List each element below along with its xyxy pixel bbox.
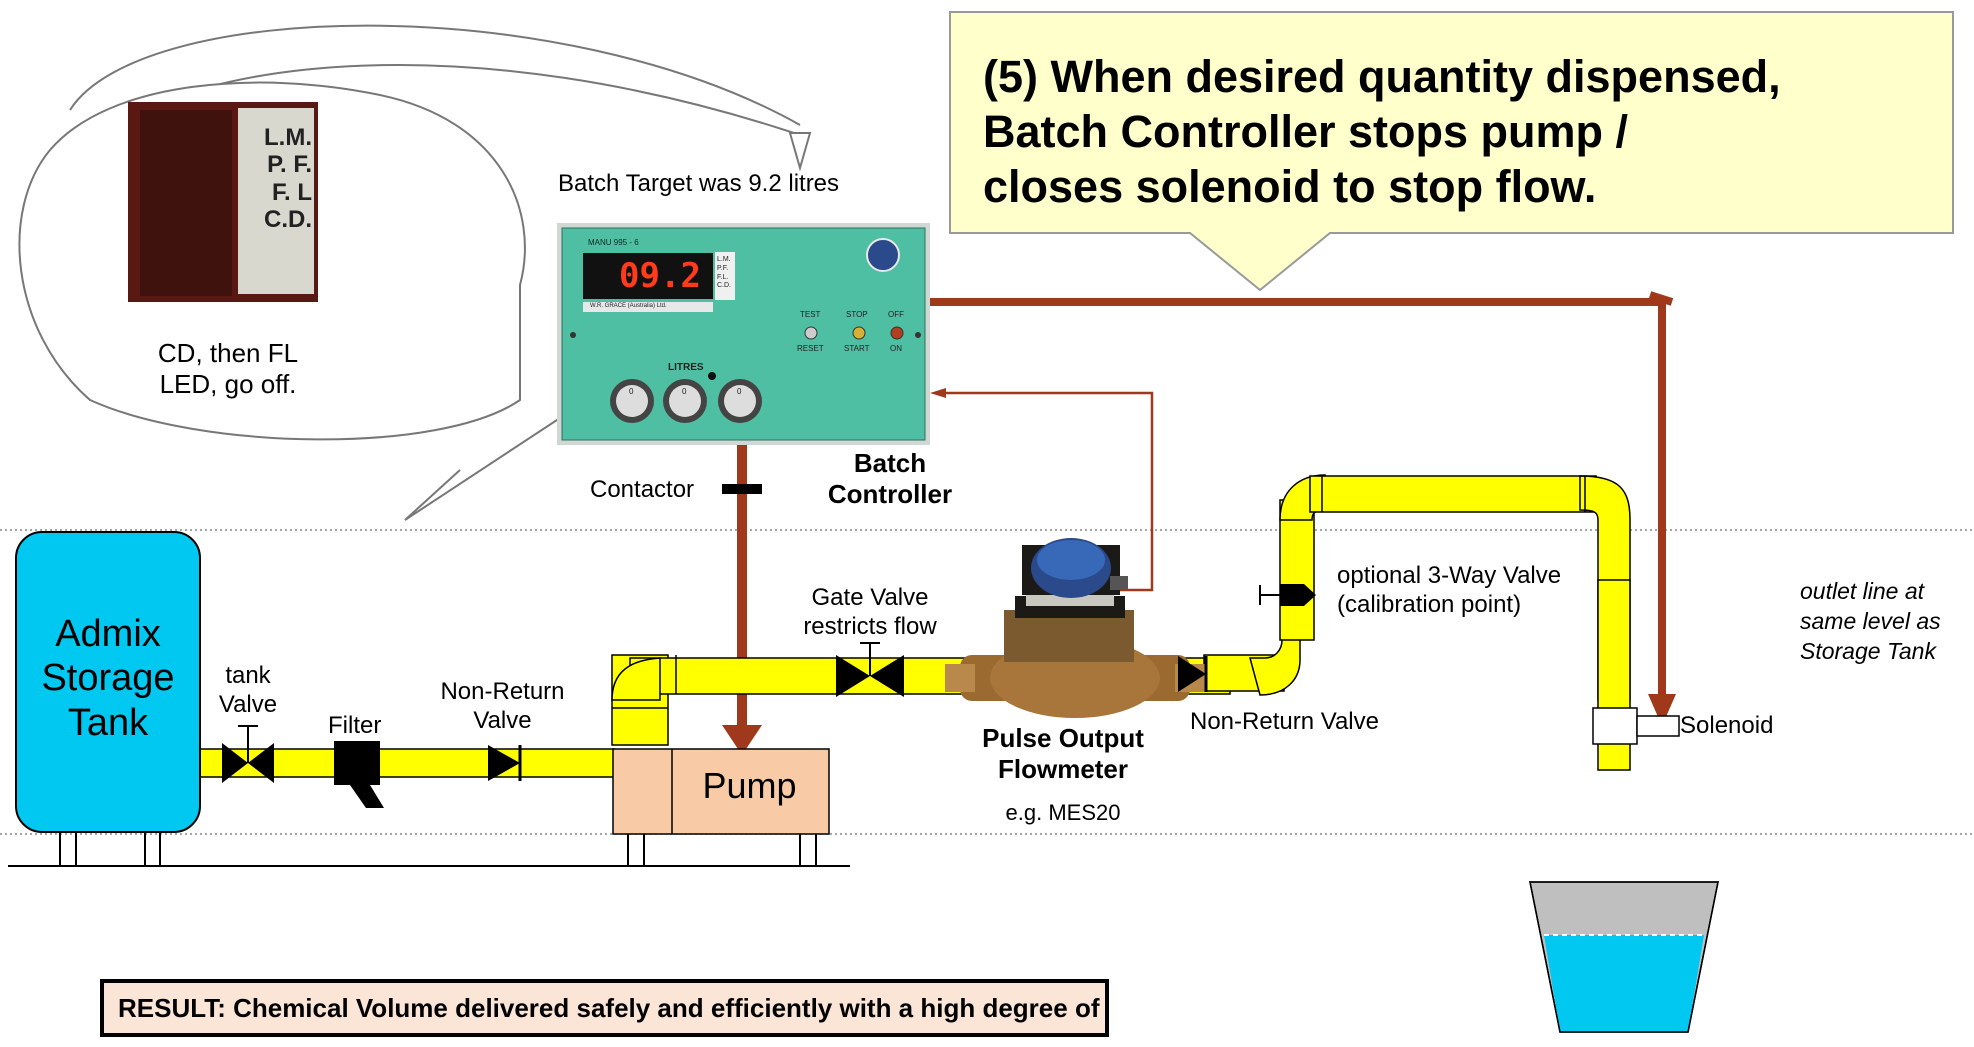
batch-controller-line-2: Controller [827, 479, 953, 510]
callout-line-2: Batch Controller stops pump / [983, 105, 1629, 157]
controller-led-cd: C.D. [717, 282, 731, 290]
solenoid [1592, 707, 1680, 745]
dial-label: LITRES [668, 362, 704, 373]
outlet-note-line-1: outlet line at [1800, 578, 1925, 604]
dial-digit-3: 0 [737, 387, 742, 396]
filter-label: Filter [328, 712, 382, 739]
flowmeter-label: Pulse Output Flowmeter [948, 723, 1178, 785]
callout-text: (5) When desired quantity dispensed, Bat… [983, 50, 1943, 215]
switch-off-label: OFF [888, 310, 904, 319]
pump-label: Pump [702, 765, 797, 806]
flowmeter-line-1: Pulse Output [982, 723, 1144, 753]
flowmeter-example: e.g. MES20 [1005, 800, 1121, 825]
switch-test-label: TEST [800, 310, 821, 319]
dial-digit-1: 0 [629, 387, 634, 396]
switch-reset-label: RESET [797, 344, 824, 353]
bubble-led-cd: C.D. [264, 206, 312, 234]
switch-start-label: START [844, 344, 870, 353]
batch-controller-label: Batch Controller [820, 448, 960, 510]
filter-icon [334, 741, 384, 808]
non-return-valve-1-icon [488, 745, 522, 781]
nrv1-line-1: Non-Return [440, 678, 565, 705]
batch-controller-line-1: Batch [853, 448, 927, 478]
flowmeter [945, 538, 1205, 718]
callout-line-1: (5) When desired quantity dispensed, [983, 51, 1781, 102]
controller-display: 09.2 [619, 256, 701, 296]
gate-valve-icon [836, 642, 904, 697]
tank-label-line-1: Admix [55, 613, 161, 655]
callout-box [949, 11, 1954, 292]
switch-on-label: ON [890, 344, 902, 353]
three-way-line-1: optional 3-Way Valve [1337, 562, 1562, 589]
bubble-caption-line-1: CD, then FL [157, 338, 299, 368]
zoom-bubble [18, 24, 812, 521]
bubble-caption-line-2: LED, go off. [159, 369, 297, 400]
controller-led-labels: L.M. P.F. F.L. C.D. [717, 256, 731, 291]
non-return-valve-1-label: Non-Return Valve [425, 678, 580, 736]
tank-label-line-2: Storage [41, 657, 175, 700]
gate-valve-line-2: restricts flow [803, 612, 937, 640]
outlet-note-line-2: same level as [1800, 607, 1941, 634]
bubble-led-labels: L.M. P. F. F. L C.D. [240, 124, 312, 233]
solenoid-label: Solenoid [1680, 712, 1774, 739]
three-way-valve-icon [1259, 584, 1316, 606]
gate-valve-label: Gate Valve restricts flow [775, 584, 965, 642]
pipe-joints [612, 476, 1586, 709]
dial-digit-2: 0 [682, 387, 687, 396]
batch-target-label: Batch Target was 9.2 litres [558, 170, 840, 197]
storage-tank [8, 531, 850, 867]
pipeline [195, 474, 1631, 778]
controller-led-pf: P.F. [717, 264, 729, 272]
tank-valve-line-2: Valve [218, 690, 278, 718]
bubble-caption: CD, then FL LED, go off. [128, 338, 328, 400]
tank-valve-label: tank Valve [205, 662, 291, 720]
gate-valve-line-1: Gate Valve [811, 584, 929, 611]
controller-maker: W.R. GRACE (Australia) Ltd. [590, 303, 667, 309]
controller-led-fl: F.L. [717, 273, 729, 281]
nrv1-line-2: Valve [473, 706, 532, 734]
pump [612, 748, 830, 866]
flowmeter-line-2: Flowmeter [997, 754, 1129, 785]
non-return-valve-2-icon [1178, 656, 1208, 692]
controller-led-lm: L.M. [717, 256, 731, 263]
three-way-valve-label: optional 3-Way Valve (calibration point) [1337, 562, 1561, 620]
bubble-led-pf: P. F. [267, 151, 312, 179]
controller-model: MANU 995 - 6 [588, 238, 639, 247]
result-text: RESULT: Chemical Volume delivered safely… [118, 992, 1105, 1023]
contactor-label: Contactor [590, 476, 695, 503]
callout-line-3: closes solenoid to stop flow. [983, 160, 1597, 212]
batch-controller [557, 223, 930, 445]
collection-bucket [1529, 881, 1719, 1033]
three-way-line-2: (calibration point) [1337, 590, 1522, 618]
tank-label-line-3: Tank [67, 701, 149, 744]
tank-valve-icon [222, 725, 274, 783]
tank-label: Admix Storage Tank [16, 612, 200, 745]
bubble-led-lm: L.M. [264, 124, 312, 151]
switch-stop-label: STOP [846, 310, 868, 319]
outlet-note-line-3: Storage Tank [1800, 637, 1936, 664]
bubble-led-fl: F. L [272, 178, 312, 206]
tank-valve-line-1: tank [225, 662, 271, 689]
non-return-valve-2-label: Non-Return Valve [1190, 708, 1379, 735]
outlet-note: outlet line at same level as Storage Tan… [1800, 577, 1941, 667]
result-banner: RESULT: Chemical Volume delivered safely… [100, 979, 1109, 1037]
